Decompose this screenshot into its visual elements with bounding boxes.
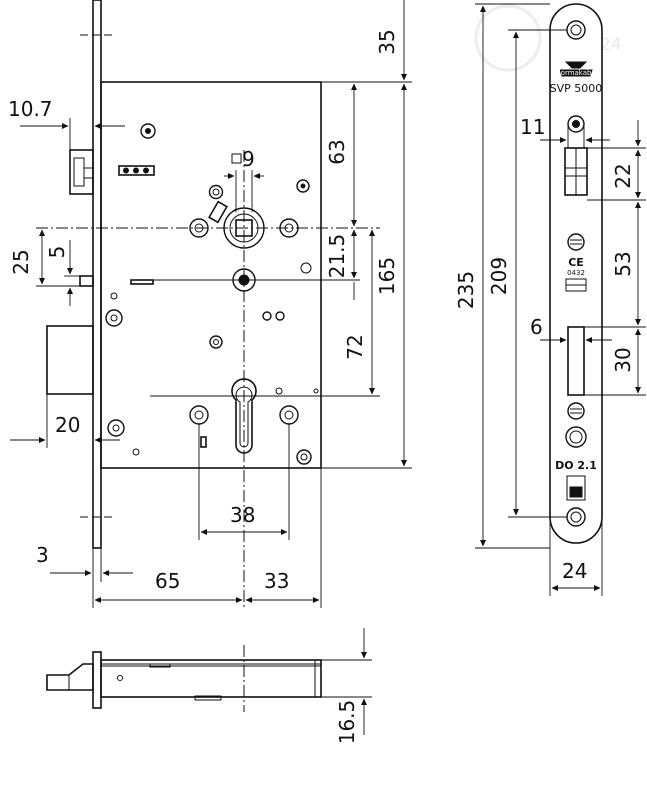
dim-38: 38 [230, 503, 255, 527]
watermark: 24 [474, 4, 622, 72]
dim-30: 30 [611, 347, 635, 372]
dim-22: 22 [611, 163, 635, 188]
square-symbol: 9 [224, 147, 264, 212]
side-view: 16.5 [46, 628, 372, 745]
dim-165: 165 [375, 257, 399, 295]
dim-235: 235 [454, 271, 478, 309]
dead-bolt [46, 325, 94, 395]
model-label: SVP 5000 [550, 82, 603, 95]
dim-11: 11 [520, 115, 545, 139]
side-case [100, 659, 322, 698]
dim-209: 209 [487, 257, 511, 295]
faceplate-bolt-opening [567, 326, 585, 396]
dim-35: 35 [375, 29, 399, 54]
dim-20: 20 [55, 413, 80, 437]
latch-bolt [69, 149, 94, 195]
dim-5: 5 [45, 246, 69, 259]
faceplate-outline [549, 3, 603, 544]
dim-65: 65 [155, 569, 180, 593]
dim-16-5: 16.5 [335, 700, 359, 745]
dim-21-5: 21.5 [325, 234, 349, 279]
side-faceplate [92, 651, 102, 709]
dim-33: 33 [264, 569, 289, 593]
dim-6: 6 [530, 315, 543, 339]
do-marking: DO 2.1 [555, 459, 597, 472]
dim-3: 3 [36, 543, 49, 567]
brand-name: dormakaba [556, 69, 596, 77]
dim-53: 53 [611, 251, 635, 276]
trigger [79, 275, 94, 287]
front-view: 65 33 3 20 38 10.7 25 5 9 [8, 0, 412, 608]
watermark-text: 24 [600, 35, 622, 55]
ce-number: 0432 [567, 269, 585, 277]
faceplate-view: dormakaba SVP 5000 CE 0432 DO 2.1 235 20… [454, 3, 646, 596]
brand-logo: dormakaba [556, 61, 596, 77]
dim-10-7: 10.7 [8, 97, 53, 121]
dim-square-9: 9 [242, 147, 255, 171]
dim-25: 25 [9, 249, 33, 274]
cylinder-cutout [231, 378, 257, 454]
dim-63: 63 [325, 139, 349, 164]
ce-mark: CE [568, 256, 584, 269]
dim-24: 24 [562, 559, 587, 583]
dim-72: 72 [343, 334, 367, 359]
front-faceplate [92, 0, 102, 549]
